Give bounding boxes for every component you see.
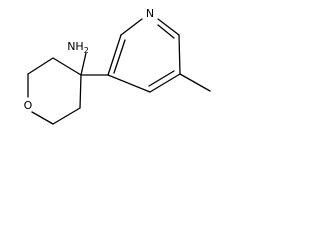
bond-methyl: [179, 73, 211, 92]
bond-pyr-n-c6-inner: [157, 24, 175, 39]
bond-pyr-c4-c3: [107, 74, 151, 93]
bond-pyr-c3-c2: [107, 34, 122, 76]
bond-c4-amine: [80, 52, 87, 76]
oxygen-label: O: [24, 99, 33, 112]
bond-pyr-c2-n: [120, 18, 143, 36]
bond-oxane-c3b-c4: [79, 74, 82, 109]
bond-pyr-c5-c4: [149, 73, 181, 93]
bond-oxane-c2b-c3b: [52, 107, 81, 125]
bond-pyr-c3-c2-inner: [113, 39, 126, 74]
bond-pyr-c5-c4-inner: [148, 70, 175, 87]
bond-oxane-c4-c3a: [52, 57, 82, 76]
bond-oxane-c3a-c2a: [27, 57, 54, 75]
bond-pyr-n-c6: [157, 18, 180, 36]
chemical-structure: NH2 N O: [24, 7, 211, 125]
pyridine-nitrogen-label: N: [146, 7, 154, 20]
bond-oxane-o-c2b: [31, 111, 54, 125]
amine-label: NH2: [67, 40, 89, 55]
bond-pyr-c6-c5: [178, 34, 181, 75]
